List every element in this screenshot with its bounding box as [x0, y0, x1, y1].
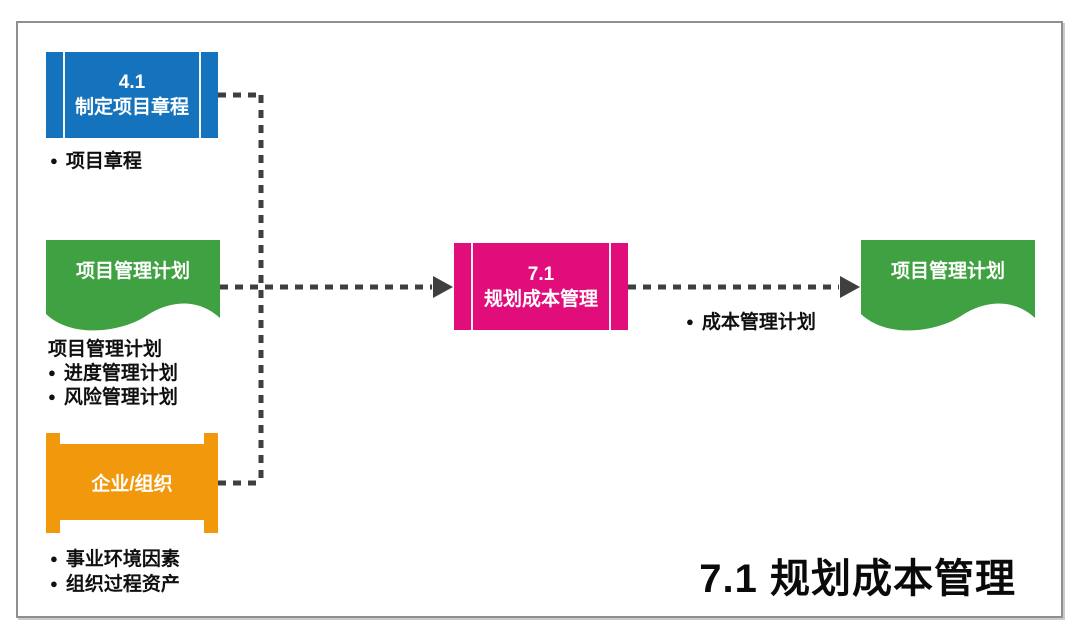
output-item: 成本管理计划 [701, 312, 816, 333]
node-label: 企业/组织 [57, 444, 207, 520]
list-title: 项目管理计划 [48, 338, 178, 362]
node-label: 项目管理计划 [75, 261, 190, 282]
diagram-title: 7.1 规划成本管理 [699, 557, 1016, 601]
node-code: 7.1 [527, 263, 555, 285]
pm-plan-input-list: 项目管理计划 ● 进度管理计划 ● 风险管理计划 [48, 338, 178, 411]
bullet-icon: ● [50, 575, 58, 591]
flow-output-label: ● 成本管理计划 [686, 311, 816, 336]
bullet-icon: ● [686, 314, 694, 329]
bullet-icon: ● [50, 551, 58, 566]
list-item: ● 成本管理计划 [686, 311, 816, 336]
node-label: 制定项目章程 [74, 97, 189, 118]
bullet-icon: ● [48, 364, 56, 380]
scroll-bar-left [46, 433, 60, 533]
node-code: 4.1 [118, 72, 146, 93]
document-shape [46, 240, 220, 331]
list-item: ● 进度管理计划 [48, 362, 178, 387]
enterprise-output-list: ● 事业环境因素 ● 组织过程资产 [50, 548, 180, 597]
output-item: 风险管理计划 [63, 387, 178, 408]
bullet-icon: ● [48, 389, 56, 404]
document-shape [861, 240, 1035, 331]
list-item: ● 风险管理计划 [48, 386, 178, 411]
output-item: 项目章程 [65, 151, 142, 172]
scroll-bar-right [204, 433, 218, 533]
list-item: ● 项目章程 [50, 150, 142, 175]
node-enterprise-organization: 企业/组织 [46, 433, 218, 533]
node-label: 项目管理计划 [890, 261, 1005, 282]
list-item: ● 事业环境因素 [50, 548, 180, 573]
node-develop-project-charter: 4.1 制定项目章程 [46, 52, 218, 138]
bullet-icon: ● [50, 153, 58, 168]
output-item: 进度管理计划 [63, 362, 178, 384]
charter-output-list: ● 项目章程 [50, 150, 142, 175]
node-plan-cost-management: 7.1 规划成本管理 [454, 243, 628, 330]
list-item: ● 组织过程资产 [50, 573, 180, 598]
output-item: 组织过程资产 [65, 573, 180, 595]
node-label: 规划成本管理 [483, 288, 598, 310]
node-pm-plan-right: 项目管理计划 [861, 240, 1035, 335]
node-pm-plan-left: 项目管理计划 [46, 240, 220, 335]
output-item: 事业环境因素 [65, 549, 180, 570]
list-title-text: 项目管理计划 [48, 339, 163, 360]
